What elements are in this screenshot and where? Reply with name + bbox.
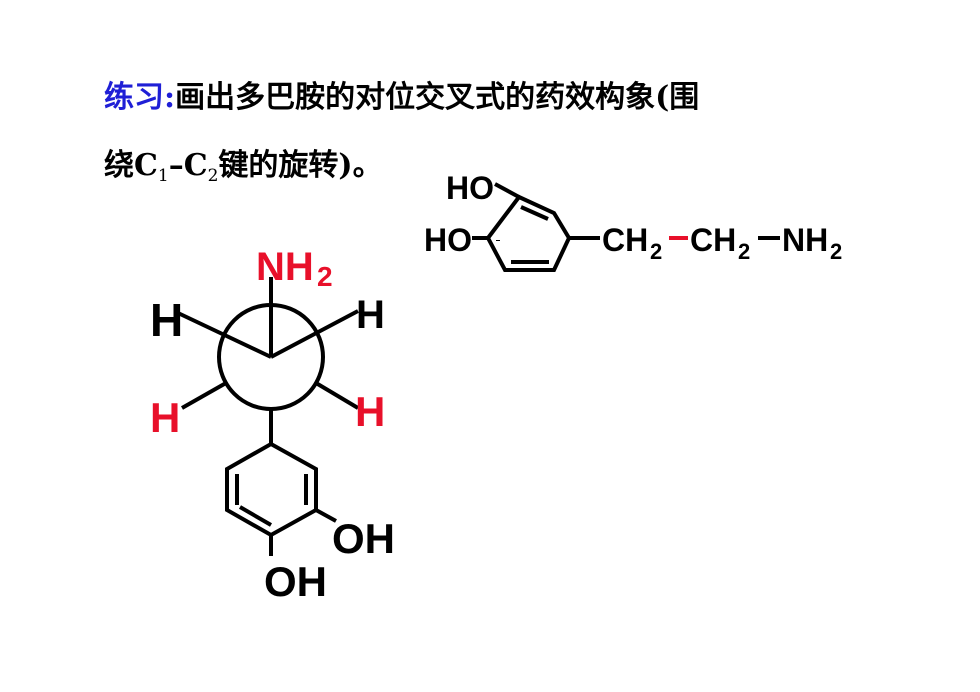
h-bottom-right-label: H: [355, 388, 385, 435]
benzene-inner-bond-1: [520, 205, 549, 221]
ho-left-label: HO: [424, 222, 472, 258]
oh-bottom-label: OH: [264, 558, 327, 605]
ch2-2-subscript: 2: [738, 239, 750, 264]
benzene-ring: [485, 194, 572, 272]
exercise-question-text: 画出多巴胺的对位交叉式的药效构象(围: [175, 80, 700, 115]
c1-subscript: 1: [157, 166, 169, 186]
rear-bond-right: [314, 381, 360, 410]
exercise-line-2: 绕C1–C2键的旋转)。: [104, 144, 383, 198]
newman-nh2-label: NH: [256, 245, 314, 289]
exercise-line-1: 练习:画出多巴胺的对位交叉式的药效构象(围: [104, 76, 699, 120]
rear-bond-left: [181, 381, 227, 410]
exercise-text-c: 键的旋转)。: [218, 148, 383, 183]
h-bottom-left-label: H: [150, 394, 180, 441]
ho-top-label: HO: [446, 170, 494, 206]
exercise-prefix: 练习:: [104, 80, 176, 115]
ch2-2-label: CH: [690, 222, 736, 258]
nh2-label: NH: [782, 222, 828, 258]
c2-subscript: 2: [207, 166, 219, 186]
h-top-left-label: H: [150, 294, 183, 346]
oh-right-label: OH: [332, 515, 395, 562]
h-top-right-label: H: [356, 293, 385, 337]
oh-right-bond: [315, 508, 337, 523]
newman-nh2-subscript: 2: [317, 261, 333, 292]
exercise-text-a: 绕C: [104, 148, 158, 183]
newman-inner-bond-3: [238, 505, 273, 527]
ch2-1-label: CH: [602, 222, 648, 258]
newman-benzene-ring: [225, 441, 318, 538]
front-bond-left: [177, 311, 272, 359]
front-bond-right: [270, 309, 359, 359]
ho-top-bond: [494, 182, 520, 199]
newman-projection: NH 2 H H H H OH OH: [150, 245, 395, 605]
ch2-1-subscript: 2: [650, 239, 662, 264]
exercise-text-b: –C: [168, 148, 208, 183]
nh2-subscript: 2: [830, 239, 842, 264]
